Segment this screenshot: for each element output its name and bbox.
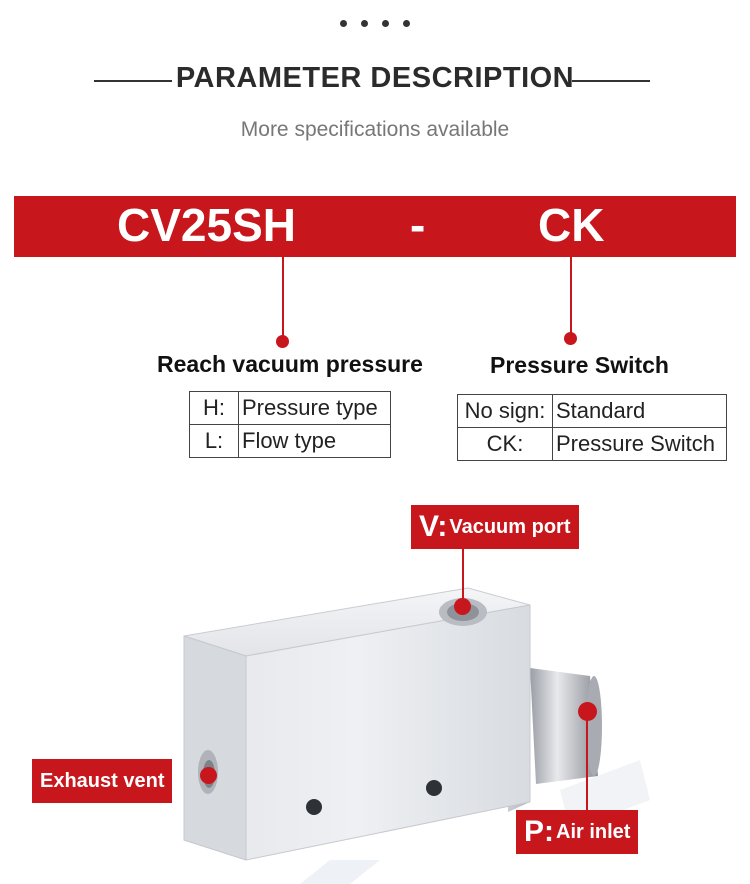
option-value: Flow type — [238, 424, 391, 458]
table-row: No sign: Standard — [457, 394, 727, 428]
reach-vacuum-heading: Reach vacuum pressure — [157, 351, 423, 377]
connector-dot-right — [564, 332, 577, 345]
table-row: L: Flow type — [189, 424, 391, 458]
table-row: CK: Pressure Switch — [457, 427, 727, 461]
dot — [340, 20, 347, 27]
vacuum-port-line — [462, 548, 464, 606]
option-value: Standard — [552, 394, 727, 428]
option-key: H: — [189, 391, 239, 425]
vacuum-port-text: Vacuum port — [449, 516, 571, 538]
option-value: Pressure Switch — [552, 427, 727, 461]
air-inlet-dot — [578, 702, 597, 721]
exhaust-vent-dot — [200, 767, 217, 784]
decorative-dots — [0, 14, 750, 32]
air-inlet-letter: P: — [524, 815, 554, 848]
dot — [361, 20, 368, 27]
pressure-switch-table: No sign: Standard CK: Pressure Switch — [457, 394, 727, 461]
vacuum-port-dot — [454, 598, 471, 615]
option-key: L: — [189, 424, 239, 458]
option-value: Pressure type — [238, 391, 391, 425]
connector-line-left — [282, 257, 284, 337]
dot — [403, 20, 410, 27]
model-code-part1: CV25SH — [117, 199, 296, 251]
pressure-switch-heading: Pressure Switch — [490, 352, 669, 378]
connector-dot-left — [276, 335, 289, 348]
model-code-separator: - — [410, 199, 426, 251]
product-photo — [0, 486, 750, 884]
air-inlet-label: P:Air inlet — [516, 810, 639, 854]
vacuum-port-label: V:Vacuum port — [411, 505, 579, 549]
exhaust-vent-label: Exhaust vent — [32, 759, 173, 803]
air-inlet-line — [586, 720, 588, 812]
reach-vacuum-table: H: Pressure type L: Flow type — [189, 391, 391, 458]
title-rule-left — [94, 80, 172, 82]
air-inlet-text: Air inlet — [556, 821, 631, 843]
page-title: PARAMETER DESCRIPTION — [175, 62, 575, 94]
page-subtitle: More specifications available — [240, 118, 510, 141]
option-key: CK: — [457, 427, 553, 461]
vacuum-port-letter: V: — [419, 510, 448, 543]
title-rule-right — [572, 80, 650, 82]
table-row: H: Pressure type — [189, 391, 391, 425]
model-banner — [14, 196, 736, 257]
option-key: No sign: — [457, 394, 553, 428]
connector-line-right — [570, 257, 572, 335]
model-code-part2: CK — [538, 199, 605, 251]
dot — [382, 20, 389, 27]
